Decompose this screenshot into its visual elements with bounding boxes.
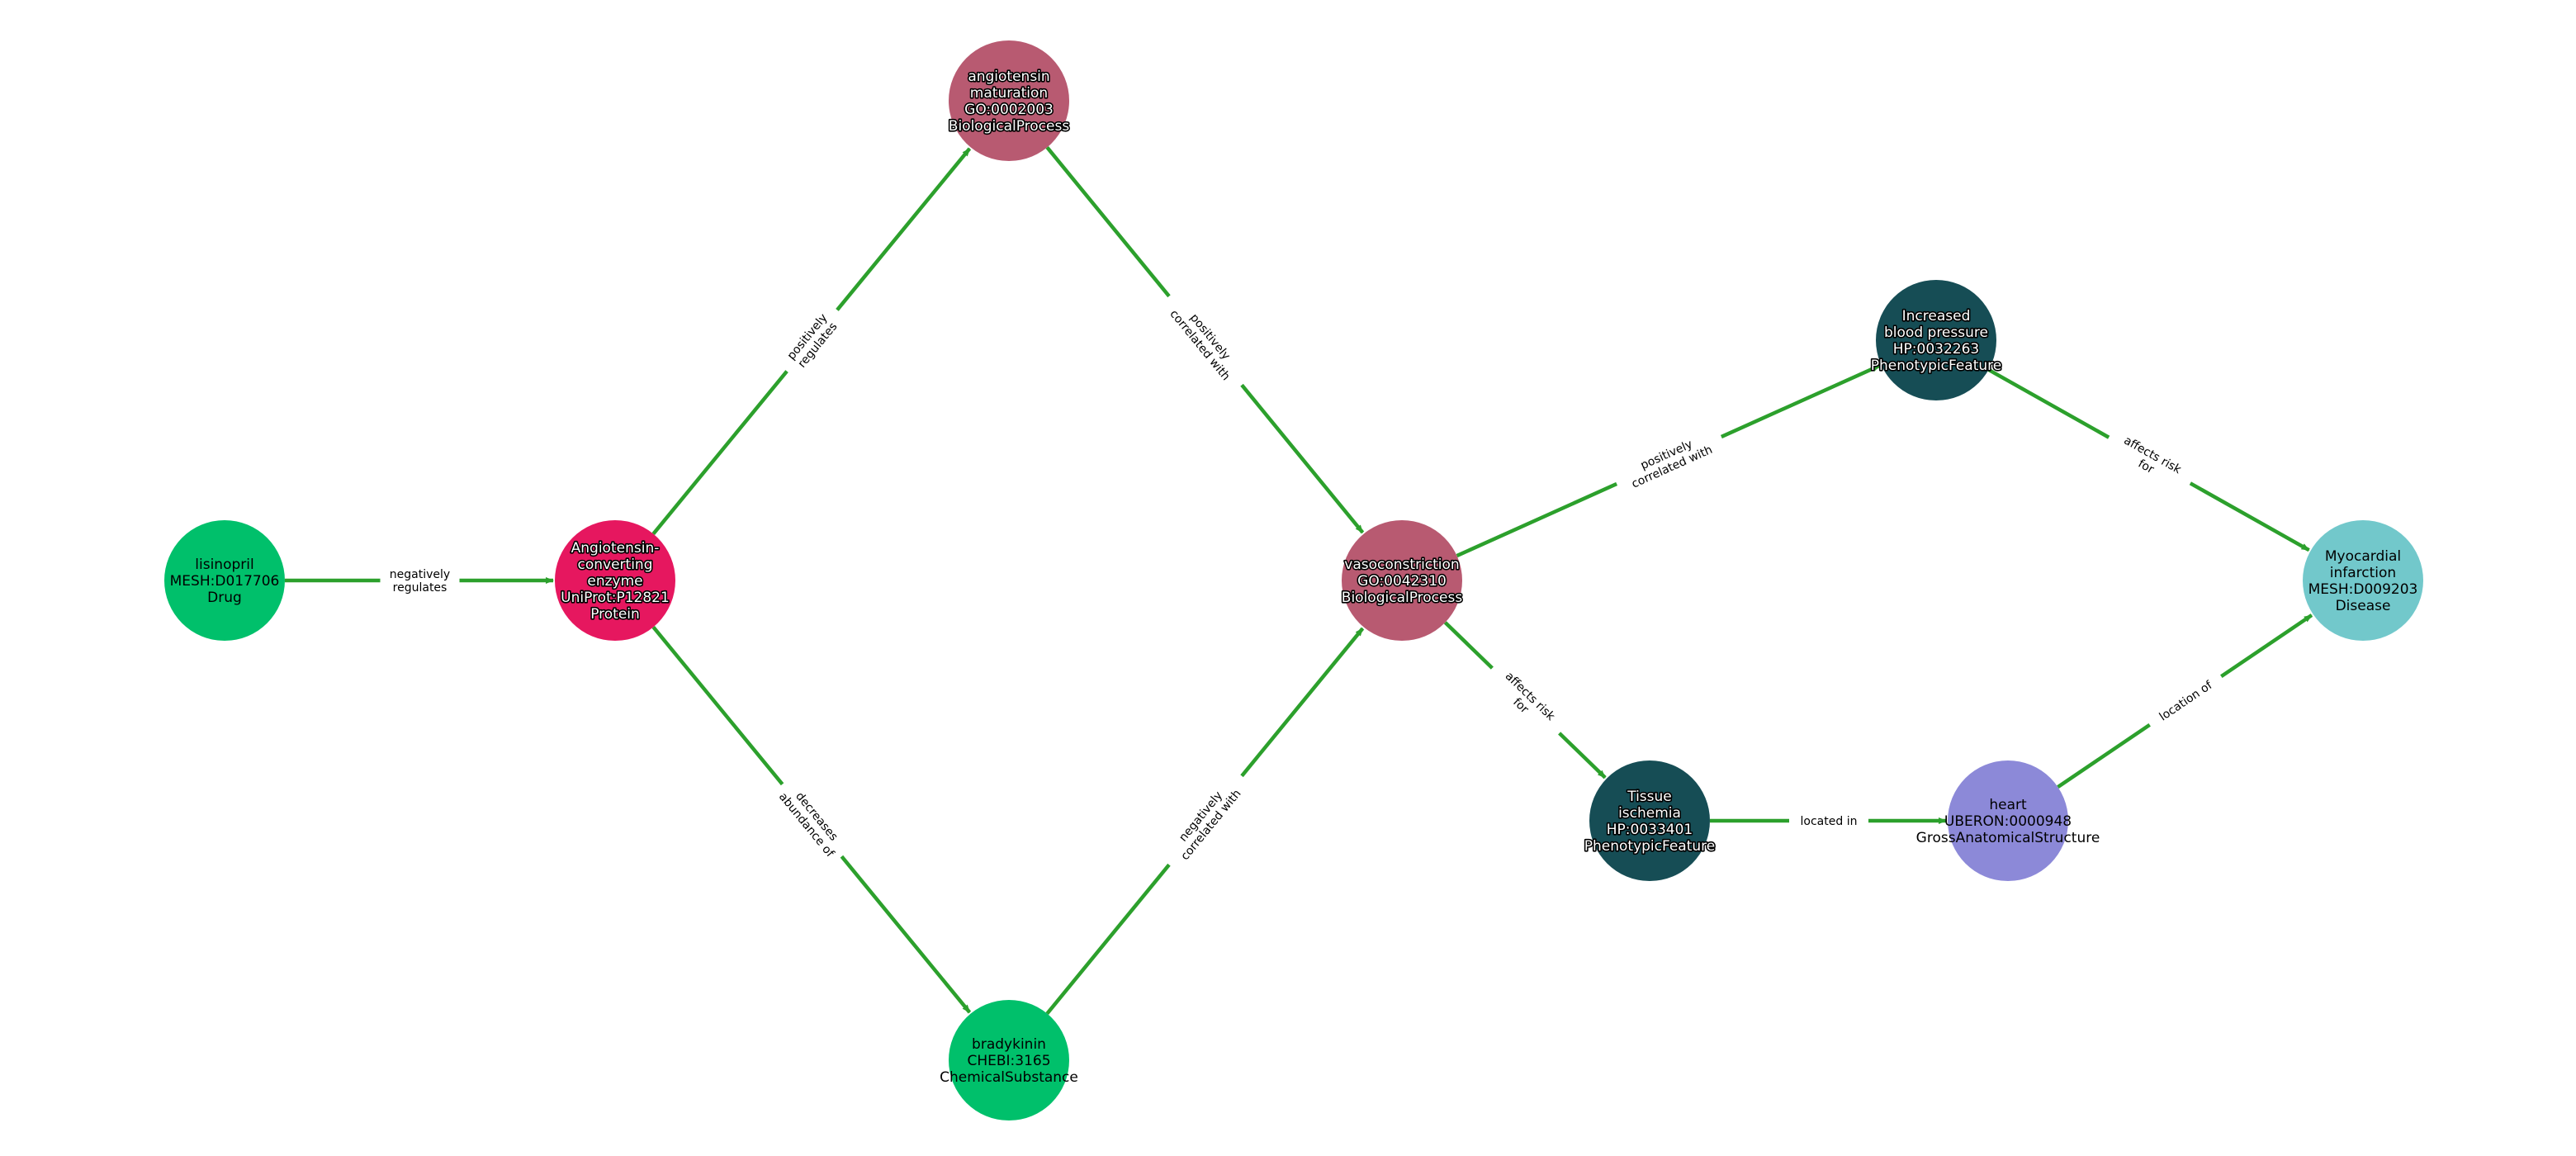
node-label-line: blood pressure (1884, 325, 1988, 341)
node-label-line: Drug (207, 590, 242, 606)
node-label-line: HP:0033401 (1607, 822, 1693, 838)
node-label-line: GO:0002003 (964, 102, 1054, 118)
edge-label-background (1481, 656, 1570, 745)
node-label-line: UBERON:0000948 (1944, 813, 2072, 830)
edge-label-background (1157, 286, 1254, 396)
node-label-line: Myocardial (2325, 548, 2401, 565)
node-label-line: PhenotypicFeature (1584, 838, 1716, 855)
edge-label-ischemia-to-heart: located in (1789, 812, 1868, 830)
node-label-line: Protein (590, 606, 640, 623)
node-ace[interactable]: Angiotensin-convertingenzymeUniProt:P128… (555, 520, 675, 641)
node-label-line: Disease (2336, 598, 2391, 614)
node-circle[interactable] (1948, 760, 2068, 881)
node-label-line: UniProt:P12821 (561, 590, 670, 606)
node-label-line: MESH:D009203 (2308, 581, 2418, 598)
node-label-line: lisinopril (195, 557, 253, 573)
node-circle[interactable] (555, 520, 675, 641)
node-angiotensin[interactable]: angiotensinmaturationGO:0002003Biologica… (947, 40, 1071, 161)
node-circle[interactable] (1876, 280, 1996, 400)
edge-label-line: regulates (393, 581, 447, 595)
node-ischemia[interactable]: TissueischemiaHP:0033401PhenotypicFeatur… (1583, 760, 1717, 881)
node-circle[interactable] (1589, 760, 1710, 881)
node-label-line: Angiotensin- (571, 540, 660, 557)
edge-label-background (2144, 669, 2227, 732)
node-circle[interactable] (949, 1000, 1069, 1120)
edge-label-line: negatively (390, 568, 450, 581)
node-label-line: maturation (970, 85, 1048, 102)
node-label-line: converting (578, 557, 653, 573)
node-label-line: BiologicalProcess (1342, 590, 1463, 606)
node-label-line: enzyme (587, 573, 642, 590)
node-circle[interactable] (164, 520, 285, 641)
edge-label-line: located in (1801, 815, 1858, 828)
node-label-line: MESH:D017706 (170, 573, 280, 590)
edge-label-background (2100, 424, 2199, 497)
node-label-line: Tissue (1627, 789, 1672, 805)
node-label-line: Increased (1902, 308, 1971, 325)
node-label-line: vasoconstriction (1344, 557, 1459, 573)
node-label-line: heart (1989, 797, 2027, 813)
node-label-line: HP:0032263 (1893, 341, 1979, 358)
node-label-line: bradykinin (972, 1036, 1046, 1053)
node-label-line: ChemicalSubstance (940, 1069, 1078, 1086)
edge-label-background (1157, 765, 1254, 875)
edge-label-line: location of (2157, 679, 2216, 724)
node-vasoconstriction[interactable]: vasoconstrictionGO:0042310BiologicalProc… (1340, 520, 1464, 641)
node-heart[interactable]: heartUBERON:0000948GrossAnatomicalStruct… (1916, 760, 2100, 881)
node-label-line: angiotensin (968, 69, 1049, 85)
node-label-line: GO:0042310 (1357, 573, 1447, 590)
edge-label-background (1610, 422, 1728, 499)
node-label-line: ischemia (1618, 805, 1681, 822)
node-circle[interactable] (1342, 520, 1462, 641)
node-circle[interactable] (2303, 520, 2423, 641)
node-circle[interactable] (949, 40, 1069, 161)
edge-label-heart-to-mi: location of (2144, 669, 2227, 732)
edge-label-background (769, 774, 855, 867)
node-label-line: BiologicalProcess (949, 118, 1070, 135)
edge-label-background (1789, 812, 1868, 830)
node-label-line: infarction (2330, 565, 2396, 581)
edge-label-background (774, 300, 850, 381)
node-label-line: CHEBI:3165 (967, 1053, 1050, 1069)
node-label-line: GrossAnatomicalStructure (1916, 830, 2100, 846)
edge-label-background (380, 565, 460, 596)
node-label-line: PhenotypicFeature (1871, 358, 2002, 374)
